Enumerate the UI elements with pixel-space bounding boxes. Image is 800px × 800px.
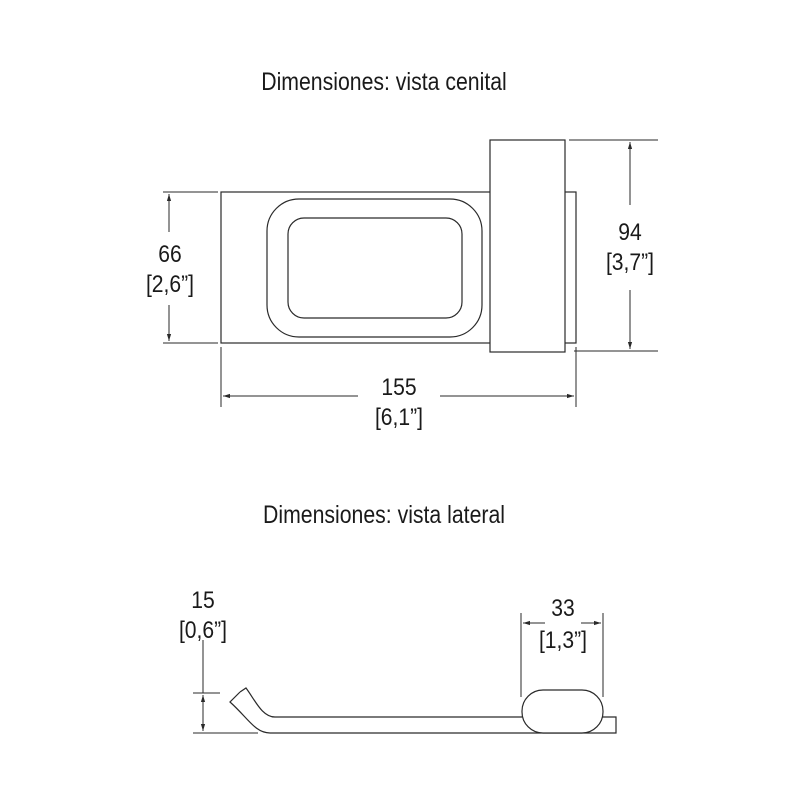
top-view-outline: [220, 139, 577, 353]
rod-lower-edge: [229, 691, 617, 734]
dimension-15: 15 [0,6”]: [179, 587, 258, 734]
height-in-label: [2,6”]: [146, 271, 194, 298]
height-mm-label: 66: [158, 241, 181, 268]
side-view-title: Dimensiones: vista lateral: [263, 500, 505, 528]
length-in-label: [6,1”]: [375, 404, 423, 431]
dimension-33: 33 [1,3”]: [520, 595, 604, 697]
base-plate: [220, 191, 577, 344]
dimension-94: 94 [3,7”]: [569, 139, 658, 352]
wall-mount-block: [489, 139, 566, 353]
side-height-mm-label: 15: [191, 587, 214, 614]
rod-upper-edge: [239, 687, 522, 718]
dimension-66: 66 [2,6”]: [146, 191, 218, 344]
length-mm-label: 155: [381, 374, 416, 401]
wall-mount-side: [521, 689, 604, 734]
depth-mm-label: 33: [551, 595, 574, 622]
top-view-title: Dimensiones: vista cenital: [261, 67, 507, 95]
depth-in-label: [1,3”]: [539, 627, 587, 654]
total-height-in-label: [3,7”]: [606, 249, 654, 276]
side-view-outline: [229, 687, 617, 734]
inner-rounded-frame: [287, 217, 463, 319]
side-height-in-label: [0,6”]: [179, 617, 227, 644]
total-height-mm-label: 94: [618, 219, 641, 246]
outer-rounded-frame: [266, 198, 483, 338]
dimension-155: 155 [6,1”]: [220, 347, 577, 431]
